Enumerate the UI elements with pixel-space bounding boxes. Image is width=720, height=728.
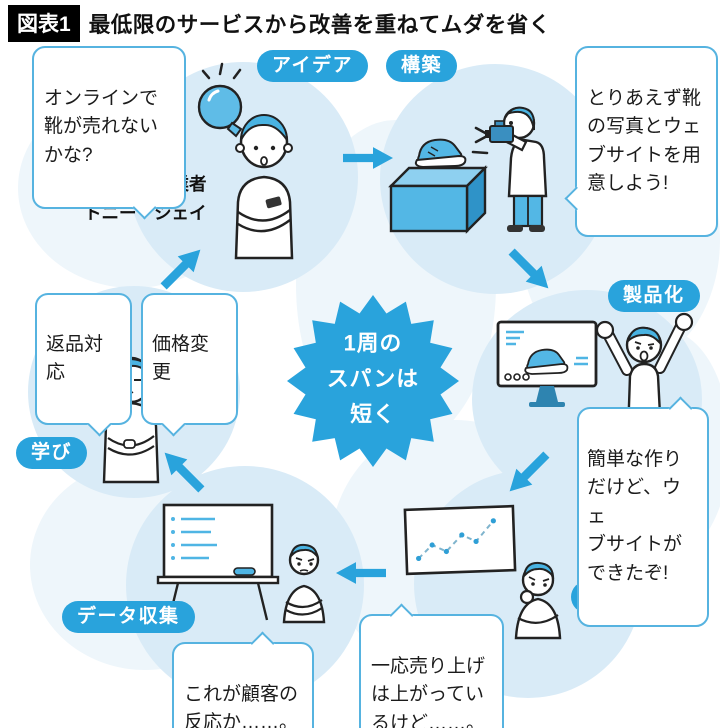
speech-bubble-idea: オンラインで 靴が売れない かな?: [32, 46, 186, 220]
speech-bubble-productize: 簡単な作り だけど、ウェ ブサイトが できたぞ!: [577, 395, 709, 627]
speech-bubble-data: これが顧客の 反応か……。: [172, 630, 314, 728]
flow-arrow-data-to-learn: [154, 442, 212, 500]
arms-crossed-man-illustration: [282, 543, 326, 624]
figure-title: 最低限のサービスから改善を重ねてムダを省く: [88, 13, 551, 37]
pondering-man-illustration: [514, 561, 562, 640]
figure-number-tag: 図表1: [8, 5, 80, 42]
website-monitor-illustration: [496, 320, 598, 407]
flow-arrow-measure-to-data: [336, 560, 386, 586]
speech-bubble-idea-text: オンラインで 靴が売れない かな?: [44, 87, 159, 166]
stage-label-productize: 製品化: [608, 280, 700, 312]
measure-scene-illustration: [403, 504, 562, 640]
data-scene-illustration: [156, 503, 326, 624]
stage-label-idea: アイデア: [257, 50, 369, 82]
sales-chart-illustration: [403, 504, 517, 576]
build-scene-illustration: [388, 106, 548, 234]
shoe-on-box-illustration: [388, 138, 488, 234]
figure-header: 図表1 最低限のサービスから改善を重ねてムダを省く: [8, 5, 551, 42]
idea-scene-illustration: [197, 62, 294, 260]
center-badge-line2: スパンは: [327, 366, 419, 391]
flow-arrow-idea-to-build: [343, 145, 393, 171]
whiteboard-illustration: [156, 503, 280, 621]
speech-bubble-learn-returns-text: 返品対応: [46, 333, 104, 384]
tony-hsieh-illustration: [234, 114, 294, 260]
flow-arrow-learn-to-idea: [153, 239, 211, 297]
speech-bubble-build: とりあえず靴 の写真とウェ ブサイトを用 意しよう!: [563, 46, 718, 237]
stage-label-data: データ収集: [62, 601, 195, 633]
photographer-illustration: [485, 106, 548, 232]
lightbulb-icon: [197, 62, 243, 138]
speech-bubble-data-text: これが顧客の 反応か……。: [184, 683, 299, 728]
speech-bubble-measure-text: 一応売り上げ は上がってい るけど……。: [371, 655, 486, 728]
speech-bubble-learn-price-text: 価格変更: [152, 333, 210, 384]
speech-bubble-measure: 一応売り上げ は上がってい るけど……。: [359, 602, 504, 728]
stage-label-build: 構築: [386, 50, 458, 82]
speech-bubble-learn-price: 価格変更: [141, 293, 238, 437]
center-badge-starburst: 1周の スパンは 短く: [287, 295, 459, 467]
flow-arrow-build-to-productize: [501, 241, 559, 299]
flow-arrow-productize-to-measure: [499, 444, 557, 502]
stage-label-learn: 学び: [16, 437, 88, 469]
speech-bubble-build-text: とりあえず靴 の写真とウェ ブサイトを用 意しよう!: [587, 87, 702, 195]
speech-bubble-learn-returns: 返品対応: [35, 293, 132, 437]
speech-bubble-productize-text: 簡単な作り だけど、ウェ ブサイトが できたぞ!: [587, 448, 683, 584]
center-badge-line3: 短く: [350, 401, 396, 426]
center-badge-line1: 1周の: [344, 331, 403, 356]
